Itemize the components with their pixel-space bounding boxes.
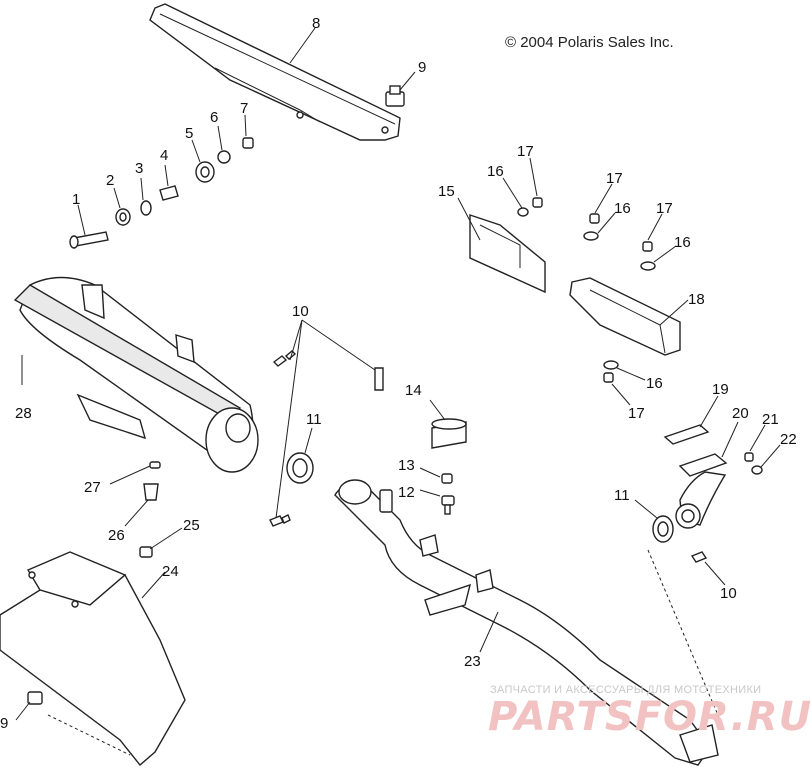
callout-17-d: 17 bbox=[628, 405, 645, 422]
callout-22: 22 bbox=[780, 431, 797, 448]
callout-16-a: 16 bbox=[487, 163, 504, 180]
muffler-part-28 bbox=[13, 276, 259, 473]
callout-17-b: 17 bbox=[606, 170, 623, 187]
flange-part-20 bbox=[678, 421, 739, 477]
callout-14: 14 bbox=[405, 382, 422, 399]
clip-part-27 bbox=[109, 461, 161, 485]
callout-labels: 8 9 1 2 3 4 5 6 7 28 10 11 14 13 12 15 1… bbox=[0, 15, 797, 732]
callout-26: 26 bbox=[108, 527, 125, 544]
spring-part-10-right bbox=[690, 551, 726, 586]
gasket-part-19 bbox=[663, 395, 719, 445]
bracket-part-18 bbox=[569, 277, 689, 356]
bracket-part-8 bbox=[149, 3, 401, 141]
callout-10-right: 10 bbox=[720, 585, 737, 602]
callout-5: 5 bbox=[185, 125, 193, 142]
grommet-part-26 bbox=[124, 483, 159, 527]
bolt-part-9-top bbox=[385, 71, 416, 107]
callout-15: 15 bbox=[438, 183, 455, 200]
watermark-tagline: ЗАПЧАСТИ И АКСЕССУАРЫ ДЛЯ МОТОТЕХНИКИ bbox=[490, 684, 762, 696]
callout-28: 28 bbox=[15, 405, 32, 422]
callout-24: 24 bbox=[162, 563, 179, 580]
washer-part-22 bbox=[751, 444, 781, 475]
callout-19: 19 bbox=[712, 381, 729, 398]
callout-20: 20 bbox=[732, 405, 749, 422]
callout-4: 4 bbox=[160, 147, 168, 164]
callout-16-c: 16 bbox=[674, 234, 691, 251]
callout-9-top: 9 bbox=[418, 59, 426, 76]
callout-16-d: 16 bbox=[646, 375, 663, 392]
callout-2: 2 bbox=[106, 172, 114, 189]
callout-3: 3 bbox=[135, 160, 143, 177]
callout-17-c: 17 bbox=[656, 200, 673, 217]
callout-7: 7 bbox=[240, 100, 248, 117]
callout-10-left: 10 bbox=[292, 303, 309, 320]
callout-9-bottom: 9 bbox=[0, 715, 8, 732]
callout-25: 25 bbox=[183, 517, 200, 534]
callout-13: 13 bbox=[398, 457, 415, 474]
callout-11-left: 11 bbox=[306, 411, 322, 428]
callout-23: 23 bbox=[464, 653, 481, 670]
bolt-part-9-bottom bbox=[15, 691, 43, 721]
copyright-notice: © 2004 Polaris Sales Inc. bbox=[505, 34, 674, 51]
isolator-part-14 bbox=[429, 399, 467, 449]
gasket-part-11-right bbox=[634, 499, 674, 543]
heat-shield-part-15 bbox=[457, 197, 546, 294]
callout-8: 8 bbox=[312, 15, 320, 32]
bolt-part-12 bbox=[419, 489, 455, 515]
heat-shield-part-24 bbox=[0, 551, 186, 767]
callout-6: 6 bbox=[210, 109, 218, 126]
nut-part-13 bbox=[419, 467, 453, 484]
callout-21: 21 bbox=[762, 411, 779, 428]
watermark-brand: PARTSFOR.RU bbox=[488, 694, 812, 740]
callout-1: 1 bbox=[72, 191, 80, 208]
callout-16-b: 16 bbox=[614, 200, 631, 217]
alignment-line-right bbox=[647, 549, 721, 721]
callout-11-right: 11 bbox=[614, 487, 630, 504]
springs-part-10 bbox=[269, 319, 384, 527]
callout-27: 27 bbox=[84, 479, 101, 496]
bolt-part-25 bbox=[139, 527, 183, 558]
fasteners-parts-16-17 bbox=[502, 157, 677, 406]
exhaust-pipe-part-23 bbox=[334, 479, 719, 766]
hardware-stack-parts-1-7 bbox=[69, 114, 254, 249]
gasket-part-11-left bbox=[286, 427, 314, 484]
nut-part-21 bbox=[744, 424, 766, 462]
exhaust-elbow bbox=[675, 471, 727, 529]
callout-12: 12 bbox=[398, 484, 415, 501]
callout-18: 18 bbox=[688, 291, 705, 308]
callout-17-a: 17 bbox=[517, 143, 534, 160]
